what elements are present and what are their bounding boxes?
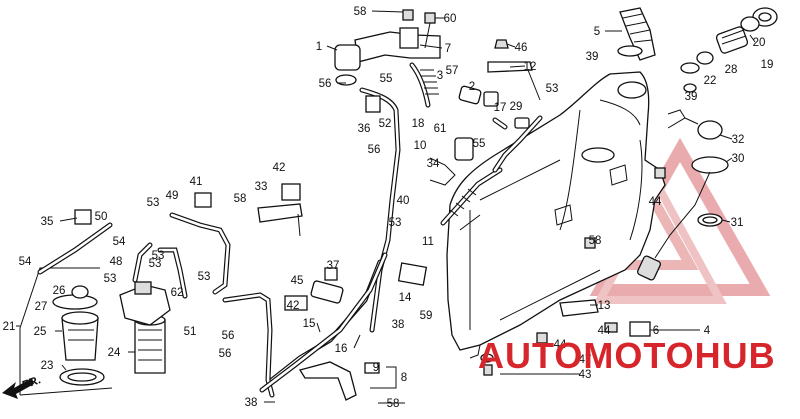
callout-number: 28	[725, 64, 738, 76]
callout-number: 42	[287, 300, 300, 312]
lower-brackets	[480, 167, 666, 376]
vent-hoses	[359, 62, 543, 333]
callout-number: 47	[579, 354, 592, 366]
callout-number: 53	[147, 197, 160, 209]
callout-number: 25	[34, 326, 47, 338]
fuel-lines-left	[37, 183, 303, 299]
callout-number: 21	[3, 321, 16, 333]
callout-number: 8	[401, 372, 407, 384]
callout-number: 55	[473, 138, 486, 150]
callout-number: 36	[358, 123, 371, 135]
callout-number: 5	[594, 26, 600, 38]
callout-number: 58	[387, 398, 400, 410]
callout-number: 51	[184, 326, 197, 338]
callout-number: 37	[327, 260, 340, 272]
callout-number: 38	[392, 319, 405, 331]
callout-number: 23	[41, 360, 54, 372]
fr-label: FR.	[21, 374, 43, 392]
callout-number: 56	[219, 348, 232, 360]
callout-number: 44	[598, 325, 611, 337]
watermark-text: AUTOMOTOHUB	[478, 335, 776, 376]
callout-number: 2	[469, 81, 475, 93]
callout-number: 32	[732, 134, 745, 146]
leader-lines	[16, 10, 756, 404]
callout-number: 41	[190, 176, 203, 188]
callout-number: 12	[524, 61, 537, 73]
front-direction-arrow: FR.	[2, 374, 42, 399]
callout-number: 53	[149, 258, 162, 270]
callout-number: 53	[389, 217, 402, 229]
callout-number: 38	[245, 397, 258, 409]
callout-number: 31	[731, 217, 744, 229]
callout-number: 53	[104, 273, 117, 285]
callout-number: 30	[732, 153, 745, 165]
callout-number: 10	[414, 140, 427, 152]
callout-number: 43	[579, 369, 592, 381]
fuel-sender-unit	[636, 109, 729, 281]
callout-number: 58	[589, 235, 602, 247]
callout-number: 19	[761, 59, 774, 71]
callout-number: 39	[685, 91, 698, 103]
callout-number: 40	[397, 195, 410, 207]
callout-number: 33	[255, 181, 268, 193]
fuel-tubes-main	[222, 252, 428, 401]
callout-number: 7	[445, 43, 451, 55]
filler-hose-assembly	[617, 7, 778, 93]
callout-number: 44	[554, 339, 567, 351]
callout-number: 55	[380, 73, 393, 85]
callout-number: 62	[171, 287, 184, 299]
callout-number: 56	[368, 144, 381, 156]
callout-number: 60	[444, 13, 457, 25]
callout-number: 18	[412, 118, 425, 130]
callout-number: 53	[152, 250, 165, 262]
callout-number: 9	[373, 362, 379, 374]
callout-number: 35	[41, 216, 54, 228]
fuel-tank	[446, 71, 666, 359]
callout-number: 39	[586, 51, 599, 63]
callout-number: 34	[427, 158, 440, 170]
callout-number: 15	[303, 318, 316, 330]
fuel-pump-assembly	[19, 242, 171, 396]
callout-number: 54	[113, 236, 126, 248]
callout-number: 53	[198, 271, 211, 283]
callout-number: 1	[316, 41, 322, 53]
callout-number: 58	[354, 6, 367, 18]
callout-number: 58	[234, 193, 247, 205]
callout-number: 27	[35, 301, 48, 313]
callout-number: 56	[222, 330, 235, 342]
callout-number: 42	[273, 162, 286, 174]
callout-number: 44	[649, 196, 662, 208]
callout-number: 16	[335, 343, 348, 355]
callout-number: 29	[510, 101, 523, 113]
callout-number: 49	[166, 190, 179, 202]
callout-number: 54	[19, 256, 32, 268]
callout-number: 14	[399, 292, 412, 304]
callout-number: 57	[446, 65, 459, 77]
callout-number: 22	[704, 75, 717, 87]
callout-number: 52	[379, 118, 392, 130]
callout-number: 6	[653, 325, 659, 337]
callout-number: 4	[704, 325, 711, 337]
callout-number: 59	[420, 310, 433, 322]
callout-number: 53	[546, 83, 559, 95]
callout-number: 50	[95, 211, 108, 223]
callout-number: 46	[515, 42, 528, 54]
callout-number: 61	[434, 123, 447, 135]
callout-number: 20	[753, 37, 766, 49]
callout-number: 45	[291, 275, 304, 287]
callout-number: 24	[108, 347, 121, 359]
callout-number: 3	[437, 70, 443, 82]
callout-number: 48	[110, 256, 123, 268]
callout-number: 11	[422, 236, 434, 248]
callout-number: 13	[598, 300, 611, 312]
callout-number: 56	[319, 78, 332, 90]
callout-number: 17	[494, 102, 507, 114]
callout-number: 26	[53, 285, 66, 297]
